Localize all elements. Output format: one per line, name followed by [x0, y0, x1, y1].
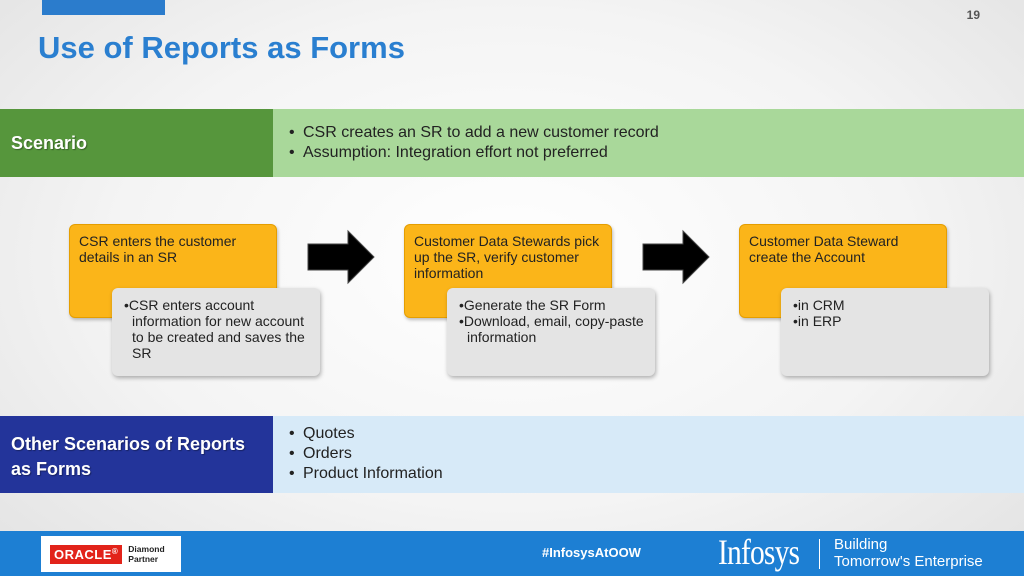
- page-title: Use of Reports as Forms: [38, 30, 405, 65]
- other-scenarios-label: Other Scenarios of Reports as Forms: [0, 416, 273, 493]
- hashtag: #InfosysAtOOW: [542, 545, 641, 560]
- other-scenarios-list: Quotes Orders Product Information: [281, 424, 1016, 484]
- scenario-bullet: Assumption: Integration effort not prefe…: [289, 143, 1016, 163]
- scenario-list: CSR creates an SR to add a new customer …: [281, 123, 1016, 163]
- infosys-logo: Infosys: [718, 532, 800, 572]
- detail-item: Generate the SR Form: [459, 297, 645, 313]
- tagline: Building Tomorrow's Enterprise: [834, 536, 983, 570]
- scenario-bullet: CSR creates an SR to add a new customer …: [289, 123, 1016, 143]
- detail-item: in CRM: [793, 297, 979, 313]
- slide-number: 19: [966, 8, 980, 22]
- tagline-divider: [819, 539, 820, 569]
- other-scenarios-band: Other Scenarios of Reports as Forms Quot…: [0, 416, 1024, 493]
- scenario-body: CSR creates an SR to add a new customer …: [273, 109, 1024, 177]
- accent-bar: [42, 0, 165, 15]
- other-scenario-bullet: Orders: [289, 444, 1016, 464]
- partner-level: Diamond Partner: [128, 544, 165, 564]
- detail-item: in ERP: [793, 313, 979, 329]
- oracle-logo: ORACLE®: [50, 544, 123, 564]
- step-2-details: Generate the SR Form Download, email, co…: [447, 288, 655, 376]
- step-1-details: CSR enters account information for new a…: [112, 288, 320, 376]
- footer: ORACLE® Diamond Partner #InfosysAtOOW In…: [0, 531, 1024, 576]
- right-arrow-icon: [642, 229, 710, 285]
- other-scenario-bullet: Product Information: [289, 464, 1016, 484]
- scenario-band: Scenario CSR creates an SR to add a new …: [0, 109, 1024, 177]
- oracle-partner-logo: ORACLE® Diamond Partner: [41, 536, 181, 572]
- step-2-box: Customer Data Stewards pick up the SR, v…: [404, 224, 612, 318]
- scenario-label: Scenario: [0, 109, 273, 177]
- other-scenario-bullet: Quotes: [289, 424, 1016, 444]
- step-3-details: in CRM in ERP: [781, 288, 989, 376]
- detail-item: CSR enters account information for new a…: [124, 297, 310, 361]
- detail-item: Download, email, copy-paste information: [459, 313, 645, 345]
- other-scenarios-body: Quotes Orders Product Information: [273, 416, 1024, 493]
- right-arrow-icon: [307, 229, 375, 285]
